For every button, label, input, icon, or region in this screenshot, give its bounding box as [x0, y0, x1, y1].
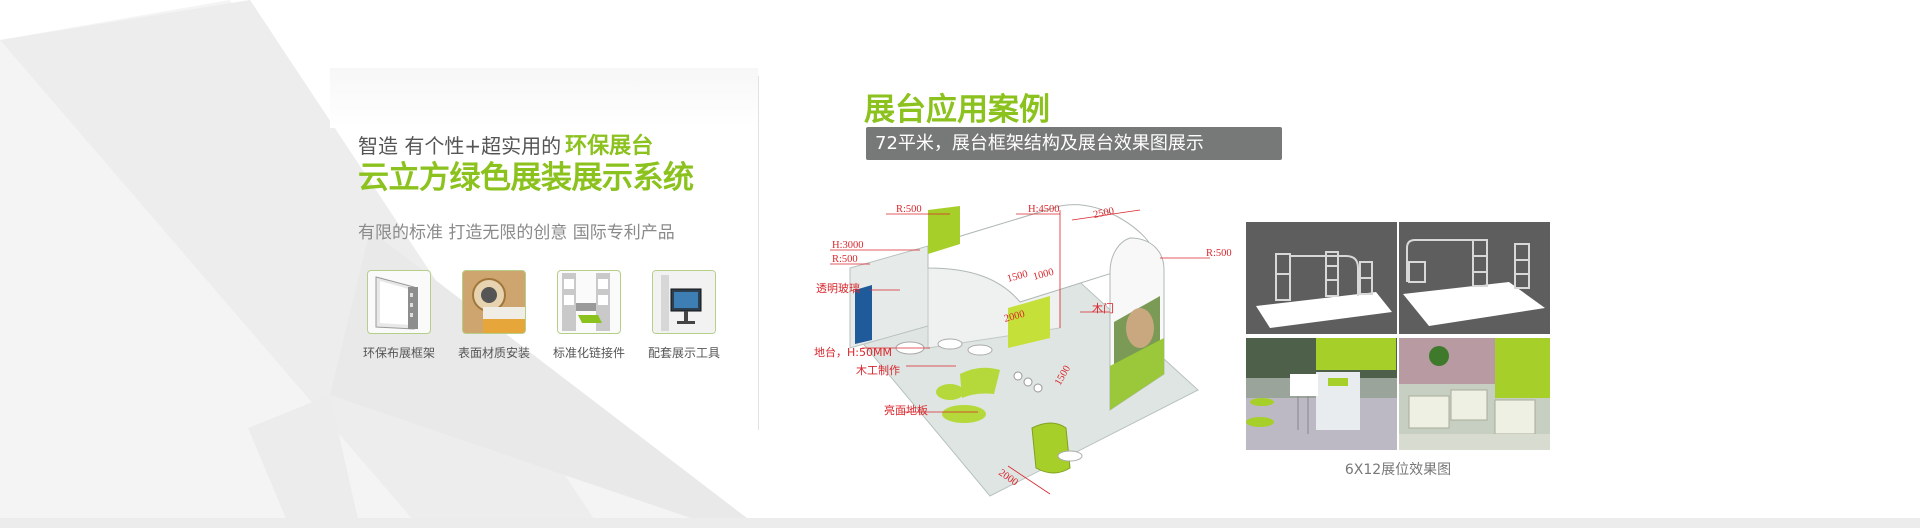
label-platform: 地台，H:50MM [814, 345, 892, 359]
dim-1000: 1000 [1032, 267, 1055, 283]
booth-gallery[interactable] [1246, 222, 1550, 450]
feature-item-connector[interactable]: 标准化链接件 [539, 270, 639, 361]
dim-h3000: H:3000 [832, 240, 864, 251]
feature-item-frame[interactable]: 环保布展框架 [349, 270, 449, 361]
tagline: 有限的标准 打造无限的创意 国际专利产品 [358, 223, 675, 243]
gallery-render-lounge[interactable] [1399, 338, 1550, 450]
gallery-render-bar[interactable] [1246, 338, 1397, 450]
feature-label: 表面材质安装 [457, 346, 530, 360]
bottom-band [0, 518, 1920, 528]
headline-prefix: 智造 有个性+超实用的 [358, 134, 562, 158]
display-monitor-icon [652, 270, 716, 334]
label-door: 木门 [1092, 301, 1114, 315]
dim-r500-left: R:500 [832, 254, 858, 265]
dim-2500: 2500 [1092, 206, 1115, 221]
tape-roll-icon [462, 270, 526, 334]
section-title: 展台应用案例 [864, 92, 1050, 128]
dim-2000-mid: 2000 [1003, 309, 1026, 325]
gallery-caption: 6X12展位效果图 [1344, 462, 1452, 478]
headline-highlight: 环保展台 [565, 134, 654, 159]
feature-label: 配套展示工具 [647, 346, 720, 360]
label-woodwork: 木工制作 [856, 364, 900, 377]
dim-1500-top: 1500 [1006, 269, 1029, 285]
label-floor: 亮面地板 [884, 403, 928, 417]
section-subtitle-bar: 72平米，展台框架结构及展台效果图展示 [866, 127, 1282, 160]
column-divider [758, 76, 759, 430]
dim-h4500: H:4500 [1028, 204, 1060, 215]
gallery-wireframe-front[interactable] [1246, 222, 1397, 334]
gallery-wireframe-side[interactable] [1399, 222, 1550, 334]
headline-line1: 智造 有个性+超实用的环保展台 [358, 128, 653, 160]
connector-icon [557, 270, 621, 334]
feature-item-surface[interactable]: 表面材质安装 [444, 270, 544, 361]
frame-panel-icon [367, 270, 431, 334]
feature-label: 环保布展框架 [362, 346, 435, 360]
dim-r500-right: R:500 [1206, 248, 1232, 259]
feature-item-display[interactable]: 配套展示工具 [634, 270, 734, 361]
feature-label: 标准化链接件 [552, 346, 625, 360]
dim-r500-top: R:500 [896, 204, 922, 215]
headline-backdrop [330, 68, 758, 128]
booth-drawing: R:500 H:4500 2500 R:500 H:3000 R:500 150… [814, 204, 1232, 497]
headline-line2: 云立方绿色展装展示系统 [358, 160, 694, 196]
label-glass: 透明玻璃 [816, 281, 860, 295]
